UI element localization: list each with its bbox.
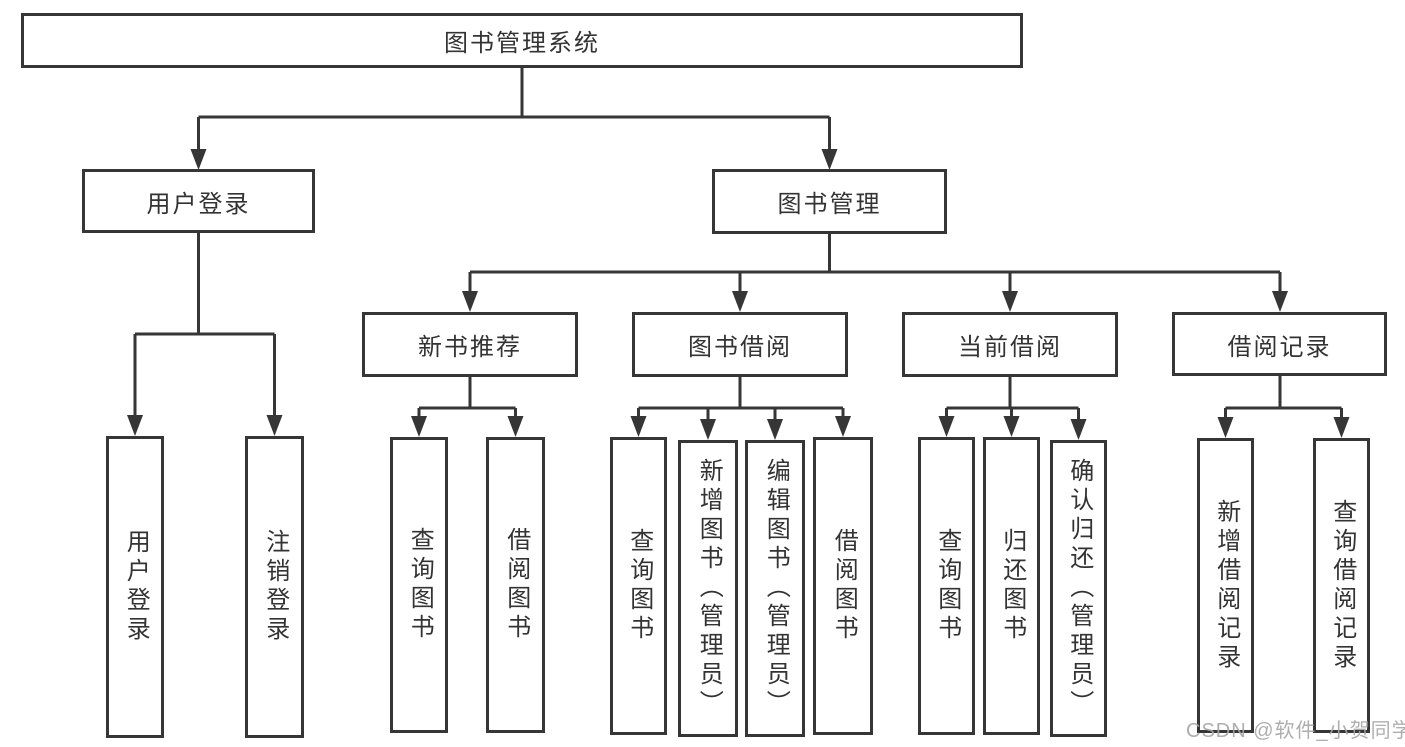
leaf-label: 注销登录 [261, 529, 289, 645]
leaf-label: 确认归还（管理员） [1065, 458, 1093, 719]
arrow-down-icon [938, 416, 955, 437]
watermark: CSDN @软件_小贺同学 [1186, 720, 1405, 742]
leaf-label: 新增借阅记录 [1212, 498, 1240, 673]
node-new-book-recommend: 新书推荐 [362, 312, 578, 377]
arrow-down-icon [1003, 416, 1020, 437]
arrow-down-icon [1070, 419, 1087, 440]
leaf-label: 新增图书（管理员） [695, 458, 723, 719]
leaf-confirm-return-admin: 确认归还（管理员） [1050, 440, 1107, 737]
leaf-label: 查询图书 [625, 528, 653, 644]
leaf-query-borrow-record: 查询借阅记录 [1313, 438, 1370, 733]
arrow-down-icon [732, 291, 748, 312]
arrow-down-icon [1002, 291, 1018, 312]
leaf-logout: 注销登录 [245, 436, 304, 738]
arrow-down-icon [1333, 417, 1350, 438]
node-user-login: 用户登录 [82, 169, 315, 233]
node-library-management-system: 图书管理系统 [21, 13, 1023, 68]
arrow-down-icon [1272, 291, 1288, 312]
arrow-down-icon [630, 416, 647, 437]
node-book-management: 图书管理 [712, 169, 947, 234]
leaf-query-books-borrow: 查询图书 [610, 437, 667, 735]
node-borrowing-records: 借阅记录 [1172, 312, 1387, 376]
arrow-down-icon [266, 415, 283, 436]
leaf-label: 查询图书 [933, 528, 961, 644]
node-current-borrowing: 当前借阅 [902, 312, 1118, 377]
arrow-down-icon [767, 419, 783, 440]
leaf-add-borrow-record: 新增借阅记录 [1197, 438, 1254, 733]
arrow-down-icon [127, 415, 143, 436]
leaf-edit-books-admin: 编辑图书（管理员） [745, 440, 805, 737]
leaf-return-books: 归还图书 [983, 437, 1040, 735]
leaf-add-books-admin: 新增图书（管理员） [678, 440, 738, 737]
leaf-label: 归还图书 [998, 528, 1026, 644]
arrow-down-icon [190, 149, 207, 170]
leaf-label: 借阅图书 [502, 527, 530, 643]
leaf-label: 编辑图书（管理员） [762, 458, 790, 719]
leaf-label: 借阅图书 [830, 528, 858, 644]
leaf-query-books-recommend: 查询图书 [390, 437, 448, 733]
arrow-down-icon [411, 416, 427, 437]
arrow-down-icon [1217, 417, 1234, 438]
arrow-down-icon [700, 419, 716, 440]
leaf-user-login: 用户登录 [106, 436, 164, 738]
arrow-down-icon [835, 416, 851, 437]
leaf-borrow-books-recommend: 借阅图书 [486, 437, 545, 733]
leaf-query-books-current: 查询图书 [918, 437, 975, 735]
leaf-label: 用户登录 [122, 529, 150, 645]
leaf-label: 查询借阅记录 [1328, 498, 1356, 673]
node-book-borrowing: 图书借阅 [632, 312, 848, 377]
leaf-borrow-books: 借阅图书 [813, 437, 873, 735]
leaf-label: 查询图书 [406, 527, 434, 643]
arrow-down-icon [507, 416, 524, 437]
arrow-down-icon [821, 149, 838, 170]
arrow-down-icon [462, 291, 478, 312]
